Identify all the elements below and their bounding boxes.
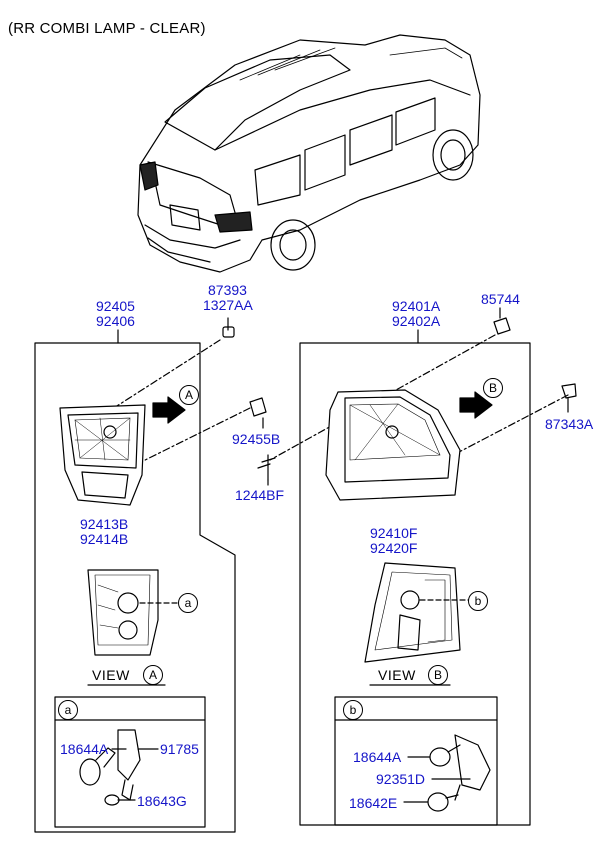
clip-icon-left	[249, 397, 267, 417]
part-number-1327aa[interactable]: 1327AA	[203, 297, 253, 313]
part-number-92402a[interactable]: 92402A	[392, 313, 441, 329]
part-number-92420f[interactable]: 92420F	[370, 540, 418, 556]
callout-view-a: A	[179, 385, 199, 405]
view-b-label: VIEW	[378, 667, 416, 683]
part-number-92405[interactable]: 92405	[96, 298, 135, 314]
left-view-illustration	[87, 569, 159, 656]
part-number-92410f[interactable]: 92410F	[370, 525, 418, 541]
bulb-a-illustration	[79, 729, 141, 806]
part-number-91785[interactable]: 91785	[160, 741, 199, 757]
part-number-87343a[interactable]: 87343A	[545, 416, 594, 432]
part-number-18642e[interactable]: 18642E	[349, 795, 398, 811]
callout-view-b: B	[483, 378, 503, 398]
screw-icon-right	[561, 383, 577, 399]
part-number-18643g[interactable]: 18643G	[137, 793, 187, 809]
detail-box-b	[334, 696, 498, 826]
right-lamp-illustration	[325, 389, 461, 501]
clip-icon-right	[493, 317, 511, 335]
part-number-92406[interactable]: 92406	[96, 313, 135, 329]
bulb-b-illustration	[427, 734, 491, 812]
callout-b: b	[468, 591, 488, 611]
nut-icon-left	[222, 326, 235, 338]
arrow-view-a	[152, 396, 186, 424]
view-b-ref: B	[428, 665, 448, 685]
part-number-18644a-left[interactable]: 18644A	[60, 741, 109, 757]
part-number-92455b[interactable]: 92455B	[232, 431, 281, 447]
left-lamp-illustration	[59, 404, 146, 506]
part-number-1244bf[interactable]: 1244BF	[235, 487, 285, 503]
vehicle-illustration	[137, 34, 481, 273]
detail-a-tag: a	[58, 700, 78, 720]
part-number-92401a[interactable]: 92401A	[392, 298, 441, 314]
detail-b-tag: b	[343, 700, 363, 720]
diagram-title: (RR COMBI LAMP - CLEAR)	[8, 20, 206, 37]
left-panel-frame	[34, 342, 236, 833]
view-a-label: VIEW	[92, 667, 130, 683]
part-number-85744[interactable]: 85744	[481, 291, 520, 307]
screw-icon-left	[257, 457, 276, 469]
vehicle-lamp-right	[214, 211, 253, 233]
part-number-87393[interactable]: 87393	[208, 282, 247, 298]
detail-box-a	[54, 696, 206, 828]
part-number-92414b[interactable]: 92414B	[80, 531, 129, 547]
callout-a: a	[178, 593, 198, 613]
vehicle-lamp-left	[139, 161, 159, 191]
right-panel-frame	[299, 342, 531, 826]
part-number-92413b[interactable]: 92413B	[80, 516, 129, 532]
part-number-18644a-right[interactable]: 18644A	[353, 749, 402, 765]
part-number-92351d[interactable]: 92351D	[376, 771, 426, 787]
arrow-view-b	[459, 391, 493, 419]
view-a-ref: A	[143, 665, 163, 685]
right-view-illustration	[364, 562, 461, 663]
